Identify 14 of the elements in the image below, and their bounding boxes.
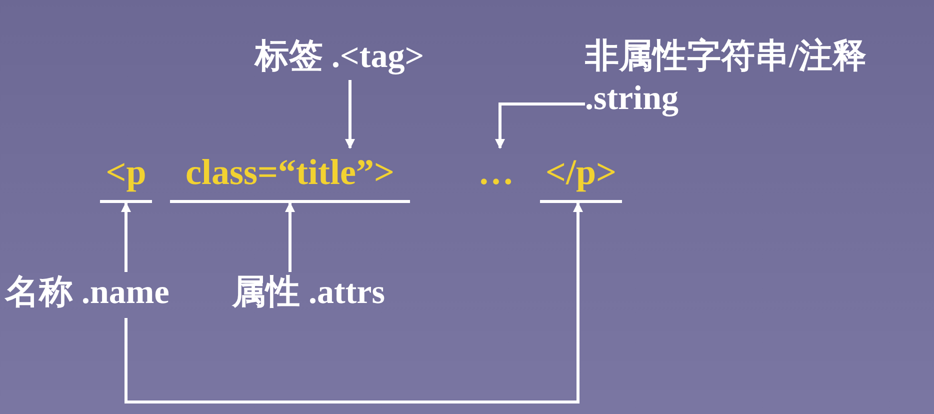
arrow: [285, 202, 295, 272]
arrow: [121, 202, 131, 272]
code-token: <p: [100, 148, 152, 203]
label-text: 非属性字符串/注释: [585, 36, 868, 77]
annotation-label: 名称 .name: [5, 272, 210, 318]
arrow: [345, 80, 355, 149]
code-token: …: [472, 148, 520, 196]
code-token: </p>: [540, 148, 622, 203]
label-text: .string: [585, 79, 680, 119]
code-token: class=“title”>: [170, 148, 410, 203]
annotation-label: 属性 .attrs: [232, 272, 417, 318]
arrow: [124, 202, 583, 404]
annotation-label: 标签 .<tag>: [255, 36, 470, 80]
arrow: [495, 102, 585, 149]
